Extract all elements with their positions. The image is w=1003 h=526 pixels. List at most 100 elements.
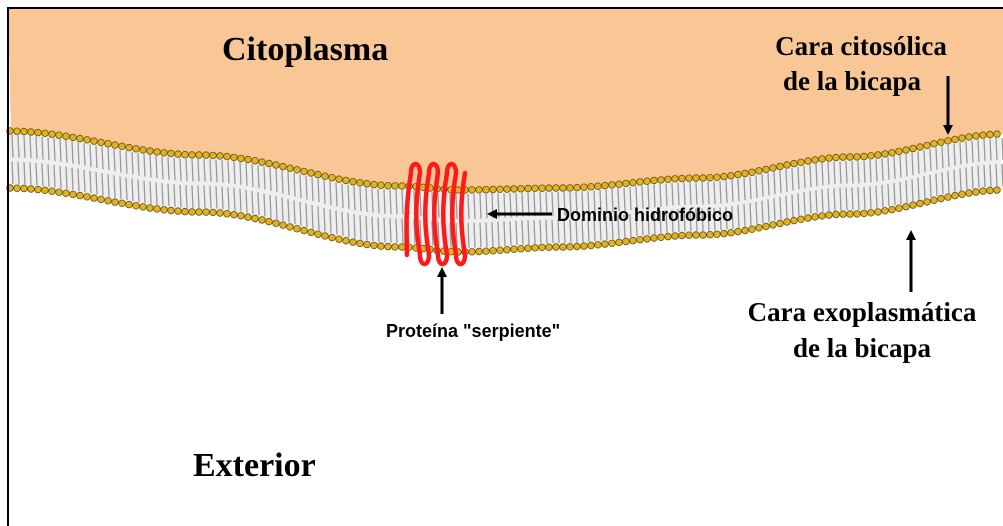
lipid-head [91,138,98,145]
lipid-head [539,244,546,251]
lipid-head [161,150,168,157]
lipid-head [826,212,833,219]
lipid-head [833,211,840,218]
lipid-head [322,173,329,180]
lipid-head [371,181,378,188]
lipid-head [490,247,497,254]
lipid-head [175,208,182,215]
lipid-head [238,155,245,162]
lipid-head [329,234,336,241]
lipid-head [938,195,945,202]
lipid-head [931,141,938,148]
lipid-head [581,184,588,191]
lipid-head [308,170,315,177]
lipid-head [518,245,525,252]
lipid-head [14,185,21,192]
lipid-head [133,146,140,153]
lipid-head [539,185,546,192]
exoplasmic-face-label-line1: Cara exoplasmática [748,297,977,327]
lipid-head [175,151,182,158]
lipid-head [231,154,238,161]
lipid-head [525,185,532,192]
lipid-head [602,182,609,189]
lipid-head [483,186,490,193]
lipid-head [140,147,147,154]
lipid-head [567,244,574,251]
lipid-head [42,130,49,137]
lipid-head [154,206,161,213]
lipid-head [903,203,910,210]
lipid-head [224,153,231,160]
lipid-head [385,182,392,189]
lipid-head [511,246,518,253]
lipid-head [245,214,252,221]
lipid-head [238,213,245,220]
lipid-head [28,186,35,193]
lipid-head [497,186,504,193]
lipid-head [133,203,140,210]
lipid-head [623,180,630,187]
lipid-head [357,240,364,247]
lipid-head [672,233,679,240]
lipid-head [896,205,903,212]
lipid-head [364,241,371,248]
lipid-head [854,154,861,161]
lipid-head [336,176,343,183]
lipid-head [742,170,749,177]
lipid-head [938,139,945,146]
lipid-head [777,220,784,227]
lipid-head [399,183,406,190]
lipid-head [693,175,700,182]
lipid-head [714,231,721,238]
lipid-head [595,242,602,249]
lipid-head [588,242,595,249]
lipid-head [301,168,308,175]
lipid-head [553,244,560,251]
lipid-head [42,187,49,194]
lipid-head [742,227,749,234]
lipid-head [469,249,476,256]
lipid-head [672,176,679,183]
lipid-head [840,211,847,218]
lipid-head [336,236,343,243]
lipid-head [266,218,273,225]
lipid-head [749,169,756,176]
lipid-head [630,237,637,244]
lipid-head [651,235,658,242]
lipid-head [679,175,686,182]
lipid-head [378,243,385,250]
lipid-head [917,144,924,151]
lipid-head [399,244,406,251]
lipid-head [63,133,70,140]
serpentine-protein-label: Proteína "serpiente" [386,321,560,341]
lipid-head [532,245,539,252]
lipid-head [644,178,651,185]
lipid-head [784,219,791,226]
lipid-head [770,165,777,172]
lipid-head [966,134,973,141]
lipid-head [994,131,1001,138]
lipid-head [945,194,952,201]
lipid-head [868,210,875,217]
lipid-head [567,185,574,192]
lipid-head [343,177,350,184]
lipid-head [91,195,98,202]
lipid-head [623,238,630,245]
lipid-head [126,201,133,208]
lipid-head [714,174,721,181]
lipid-head [805,215,812,222]
lipid-head [574,243,581,250]
lipid-head [952,136,959,143]
lipid-head [294,167,301,174]
lipid-head [343,237,350,244]
lipid-head [504,246,511,253]
lipid-head [105,197,112,204]
lipid-head [553,185,560,192]
lipid-head [763,166,770,173]
lipid-head [147,148,154,155]
lipid-head [707,231,714,238]
lipid-head [945,138,952,145]
lipid-head [847,211,854,218]
lipid-head [875,152,882,159]
lipid-head [616,239,623,246]
